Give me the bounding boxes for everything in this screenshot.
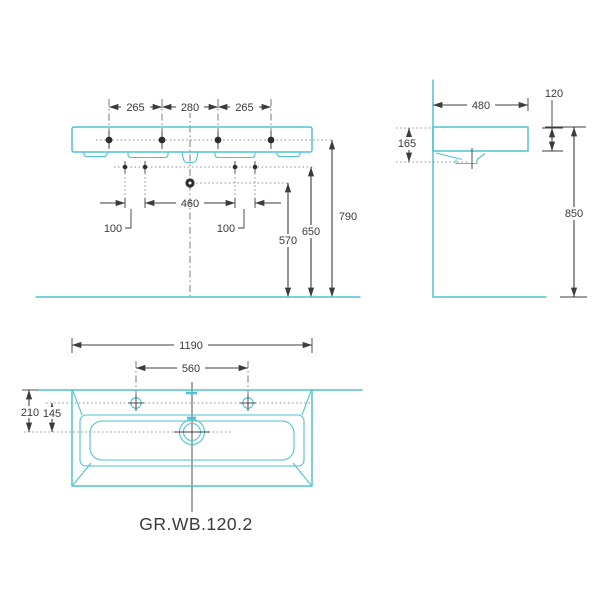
bowl-bottom [89, 420, 295, 461]
dim-depth: 480 [433, 98, 529, 112]
dim-label-280: 280 [181, 102, 199, 114]
dim-label-460: 460 [181, 198, 199, 210]
dim-label-570: 570 [279, 235, 297, 247]
dim-label-100-right: 100 [217, 223, 235, 235]
dim-label-265-left: 265 [126, 102, 144, 114]
dim-label-1190: 1190 [179, 340, 203, 352]
dim-label-265-right: 265 [235, 102, 253, 114]
bowl-outline [72, 390, 312, 486]
drain-outlet-stub [181, 151, 199, 164]
dim-rim-thickness: 120 [542, 88, 563, 152]
front-view: 265 280 265 [35, 99, 361, 298]
dim-width: 1190 [71, 338, 313, 353]
bowl-rim [79, 414, 305, 467]
dim-faucet-spacing: 560 [136, 362, 248, 375]
leader-left [125, 209, 132, 229]
drain-plan [174, 418, 210, 446]
dim-label-165: 165 [398, 138, 416, 150]
faucet-holes-plan [128, 395, 256, 411]
hole-mark [158, 136, 166, 144]
dim-label-120: 120 [545, 88, 563, 100]
basin-plan-outline [71, 389, 313, 487]
dim-label-480: 480 [472, 100, 490, 112]
dim-drain-setback: 210 145 [18, 389, 63, 432]
leader-right [238, 209, 245, 229]
basin-underside-tabs [83, 151, 301, 164]
hole-mark [214, 136, 222, 144]
dim-hole-spacing: 265 280 265 [109, 101, 271, 114]
hole-mark [105, 136, 113, 144]
side-view: 480 165 120 850 [395, 79, 587, 298]
dim-label-650: 650 [302, 226, 320, 238]
dim-label-790: 790 [339, 211, 357, 223]
plan-view: 1190 560 210 145 [18, 338, 363, 512]
drain-mark-front [185, 178, 195, 188]
dim-front-drop: 165 [395, 127, 470, 163]
dim-label-850: 850 [565, 208, 583, 220]
dim-label-560: 560 [182, 363, 200, 375]
dim-total-height: 850 [545, 126, 587, 298]
basin-front-outline [71, 126, 313, 153]
faucet-holes-front [105, 131, 275, 149]
model-number: GR.WB.120.2 [139, 514, 252, 534]
dim-heights: 570 650 790 [276, 140, 357, 297]
hole-mark [267, 136, 275, 144]
basin-side-outline [432, 126, 529, 152]
dim-label-100-left: 100 [104, 223, 122, 235]
basin-side-profile [435, 148, 486, 169]
dim-label-145: 145 [43, 408, 61, 420]
dim-bracket-span: 460 100 100 [100, 198, 281, 235]
dim-label-210: 210 [21, 407, 39, 419]
